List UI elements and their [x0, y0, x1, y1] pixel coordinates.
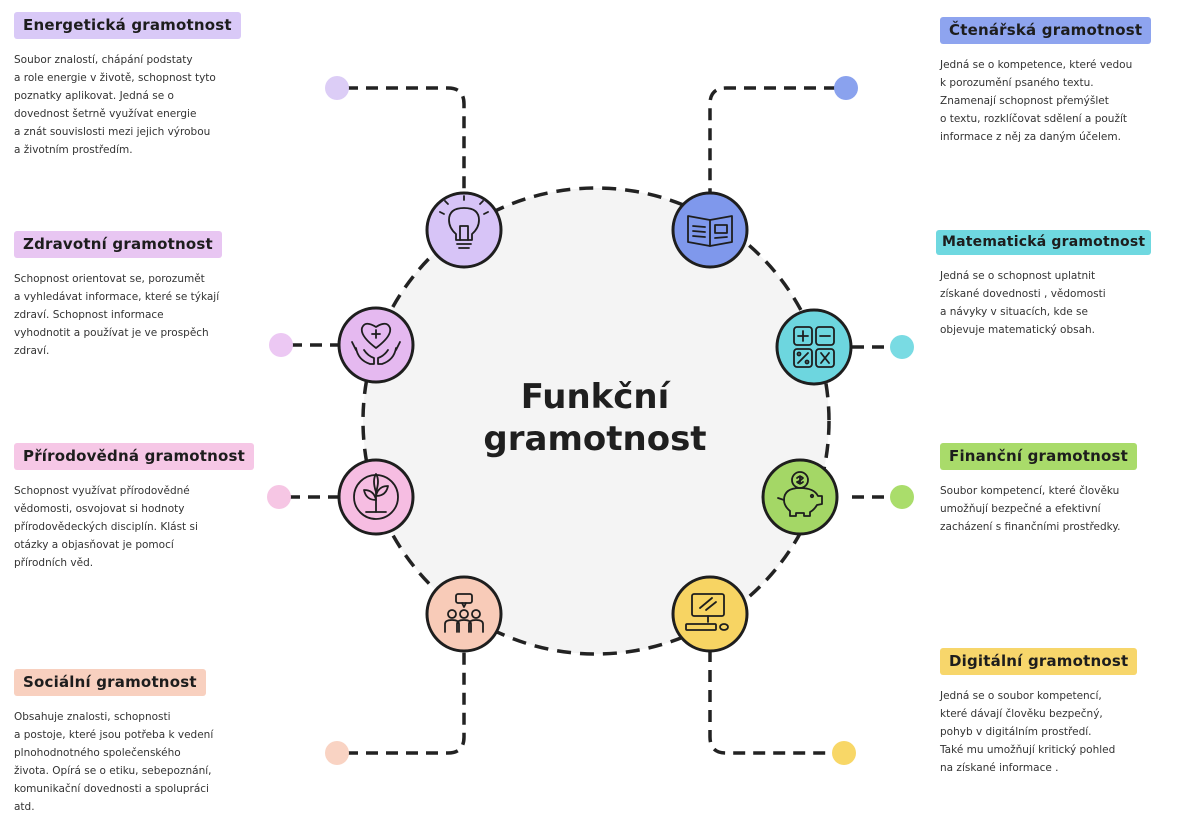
dot-socialni [325, 741, 349, 765]
topic-title: Finanční gramotnost [940, 443, 1138, 470]
topic-financni: Finanční gramotnost Soubor kompetencí, k… [940, 443, 1138, 536]
topic-title: Čtenářská gramotnost [940, 17, 1152, 44]
people-icon [444, 593, 484, 633]
node-financni [761, 458, 839, 536]
connector-digitalni [708, 650, 832, 755]
topic-ctenarska: Čtenářská gramotnost Jedná se o kompeten… [940, 17, 1152, 146]
dot-energeticka [325, 76, 349, 100]
node-matematicka [775, 308, 853, 386]
dot-financni [890, 485, 914, 509]
topic-title: Digitální gramotnost [940, 648, 1138, 675]
topic-title: Sociální gramotnost [14, 669, 206, 696]
topic-description: Jedná se o schopnost uplatnit získané do… [940, 270, 1106, 336]
dot-digitalni [832, 741, 856, 765]
computer-icon [685, 593, 729, 631]
dot-prirodovedna [267, 485, 291, 509]
topic-description: Schopnost orientovat se, porozumět a vyh… [14, 273, 220, 357]
topic-description: Soubor kompetencí, které člověku umožňuj… [940, 485, 1121, 533]
heart-hands-icon [351, 322, 401, 365]
node-zdravotni [337, 306, 415, 384]
dot-zdravotni [269, 333, 293, 357]
topic-title: Energetická gramotnost [14, 12, 241, 39]
topic-title: Zdravotní gramotnost [14, 231, 222, 258]
topic-energeticka: Energetická gramotnost Soubor znalostí, … [14, 12, 241, 159]
connector-socialni [346, 650, 466, 755]
topic-title: Přírodovědná gramotnost [14, 443, 255, 470]
center-title: Funkční gramotnost [430, 376, 760, 460]
center-circle [361, 186, 831, 656]
calculator-icon [793, 326, 835, 368]
topic-prirodovedna: Přírodovědná gramotnost Schopnost využív… [14, 443, 255, 572]
node-digitalni [671, 575, 749, 653]
topic-zdravotni: Zdravotní gramotnost Schopnost orientova… [14, 231, 222, 360]
topic-socialni: Sociální gramotnost Obsahuje znalosti, s… [14, 669, 213, 816]
node-energeticka [425, 191, 503, 269]
center-title-line2: gramotnost [483, 419, 707, 459]
open-book-icon [687, 215, 733, 247]
connector-ctenarska [708, 86, 836, 196]
connector-energeticka [346, 86, 466, 196]
node-socialni [425, 575, 503, 653]
topic-description: Obsahuje znalosti, schopnosti a postoje,… [14, 711, 214, 813]
topic-description: Soubor znalostí, chápání podstaty a role… [14, 54, 216, 156]
center-title-line1: Funkční [520, 377, 670, 417]
dot-ctenarska [834, 76, 858, 100]
piggy-bank-icon [777, 471, 823, 517]
topic-description: Schopnost využívat přírodovědné vědomost… [14, 485, 198, 569]
lightbulb-icon [439, 195, 489, 249]
dot-matematicka [890, 335, 914, 359]
topic-digitalni: Digitální gramotnost Jedná se o soubor k… [940, 648, 1138, 777]
topic-title: Matematická gramotnost [936, 230, 1152, 255]
topic-description: Jedná se o kompetence, které vedou k por… [940, 59, 1133, 143]
topic-matematicka: Matematická gramotnost Jedná se o schopn… [936, 230, 1152, 339]
topic-description: Jedná se o soubor kompetencí, které dáva… [940, 690, 1116, 774]
plant-icon [353, 473, 399, 520]
